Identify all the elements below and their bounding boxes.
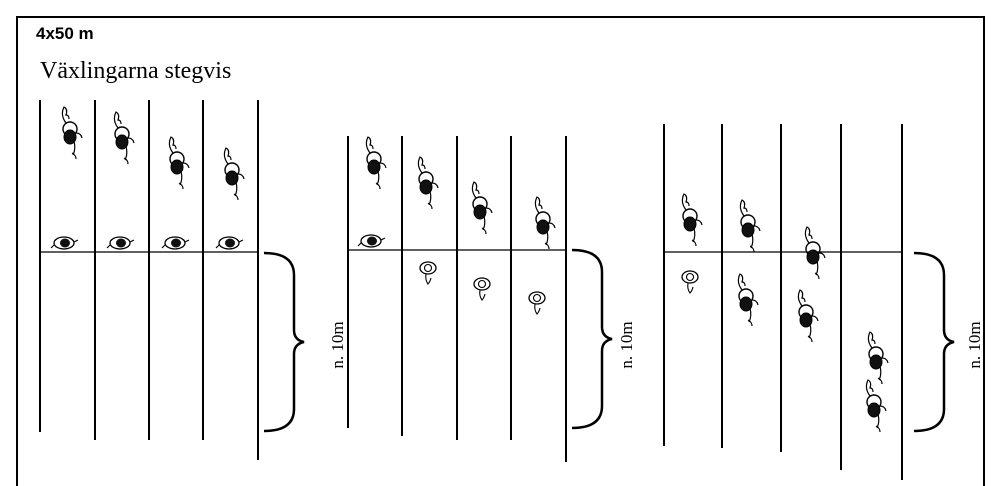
crouched-runner <box>215 236 244 250</box>
crouched-runner <box>50 236 79 250</box>
runner-figure <box>797 289 819 343</box>
panel-1: n. 10m <box>39 100 347 460</box>
panel-3: n. 10m <box>663 124 984 480</box>
runner-figure <box>865 379 887 433</box>
lane-lines <box>663 124 903 480</box>
lane-lines <box>347 136 567 462</box>
runner-figure <box>471 181 493 235</box>
page-title: 4x50 m <box>36 24 94 43</box>
crouched-runner <box>106 236 135 250</box>
receiving-runner <box>419 261 437 285</box>
runner-figure <box>534 196 556 250</box>
runner-figure <box>417 156 439 210</box>
distance-label: n. 10m <box>328 321 347 368</box>
runner-figure <box>113 111 135 165</box>
distance-label: n. 10m <box>965 321 984 368</box>
crouched-runner <box>357 234 386 248</box>
receiving-runner <box>473 277 491 301</box>
panel-2: n. 10m <box>347 136 636 462</box>
runner-figure <box>681 193 703 247</box>
runner-figure <box>737 273 759 327</box>
runner-figure <box>223 147 245 201</box>
runner-figure <box>739 199 761 253</box>
runner-figure <box>61 106 83 160</box>
distance-brace <box>263 251 305 433</box>
runner-figure <box>867 331 889 385</box>
crouched-runner <box>161 236 190 250</box>
diagram-subtitle: Växlingarna stegvis <box>40 58 232 84</box>
diagram-frame <box>16 16 985 486</box>
runner-figure <box>804 226 826 280</box>
distance-label: n. 10m <box>617 321 636 368</box>
distance-brace <box>913 251 955 433</box>
receiving-runner <box>528 291 546 315</box>
distance-brace <box>571 248 613 430</box>
runner-figure <box>168 136 190 190</box>
runner-figure <box>365 136 387 190</box>
receiving-runner <box>681 270 699 294</box>
lane-lines <box>39 100 259 460</box>
